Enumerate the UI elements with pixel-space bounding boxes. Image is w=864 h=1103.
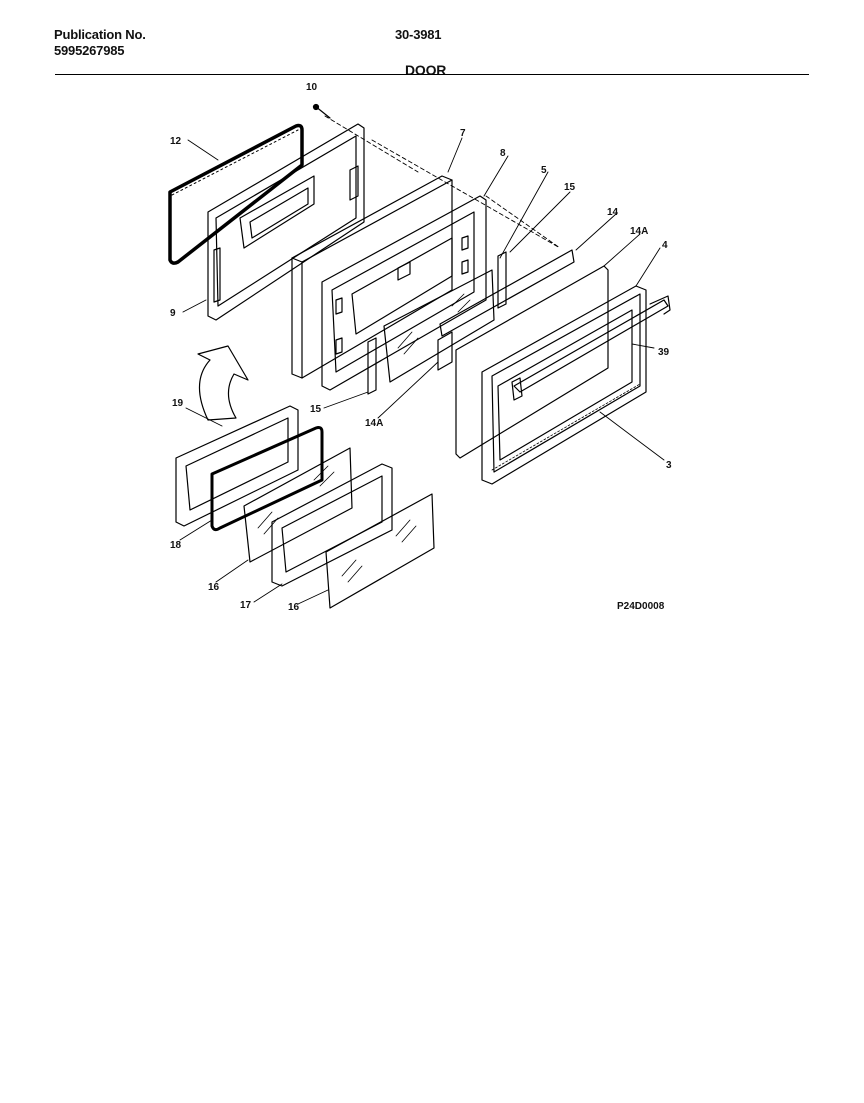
part-19-window-frame (175, 405, 299, 527)
part-15-right-bracket (497, 251, 507, 309)
header-divider (55, 74, 809, 75)
part-12-door-gasket (168, 123, 304, 265)
part-10-screw (312, 103, 331, 119)
part-14a-spacer-top (439, 249, 575, 337)
callout-9: 9 (170, 308, 176, 319)
part-18-window-gasket (210, 426, 324, 532)
callout-15-top: 15 (564, 182, 576, 193)
callout-16-left: 16 (208, 582, 220, 593)
part-16-window-glass (243, 447, 353, 563)
part-15-left-bracket (367, 337, 377, 395)
part-14-middle-glass (455, 265, 609, 459)
callout-19: 19 (172, 398, 184, 409)
callout-17: 17 (240, 600, 252, 611)
callout-18: 18 (170, 540, 182, 551)
callout-14a-top: 14A (630, 226, 648, 237)
callout-8: 8 (500, 148, 506, 159)
callout-14a-bottom: 14A (365, 418, 383, 429)
callout-12: 12 (170, 136, 182, 147)
part-16-outer-window-glass (325, 493, 435, 609)
drawing-code: P24D0008 (617, 601, 665, 612)
callout-14: 14 (607, 207, 619, 218)
part-14a-spacer-bottom (437, 331, 453, 371)
callout-4: 4 (662, 240, 668, 251)
part-3-outer-door-frame (481, 285, 647, 485)
part-5-inner-glass (383, 269, 495, 383)
publication-label: Publication No. (54, 27, 146, 42)
callout-16-right: 16 (288, 602, 300, 613)
callout-39: 39 (658, 347, 670, 358)
part-8-door-frame (321, 195, 487, 391)
part-7-insulation (291, 175, 453, 379)
callout-10: 10 (306, 82, 318, 93)
callout-3: 3 (666, 460, 672, 471)
alignment-line (324, 115, 561, 249)
publication-number: 5995267985 (54, 43, 125, 58)
callout-5: 5 (541, 165, 547, 176)
part-17-window-box (271, 463, 393, 587)
callout-15-bottom: 15 (310, 404, 322, 415)
direction-arrow (197, 345, 249, 421)
part-9-inner-door-panel (207, 123, 365, 321)
document-code: 30-3981 (395, 27, 442, 42)
part-39-door-handle (511, 295, 671, 401)
callout-7: 7 (460, 128, 466, 139)
